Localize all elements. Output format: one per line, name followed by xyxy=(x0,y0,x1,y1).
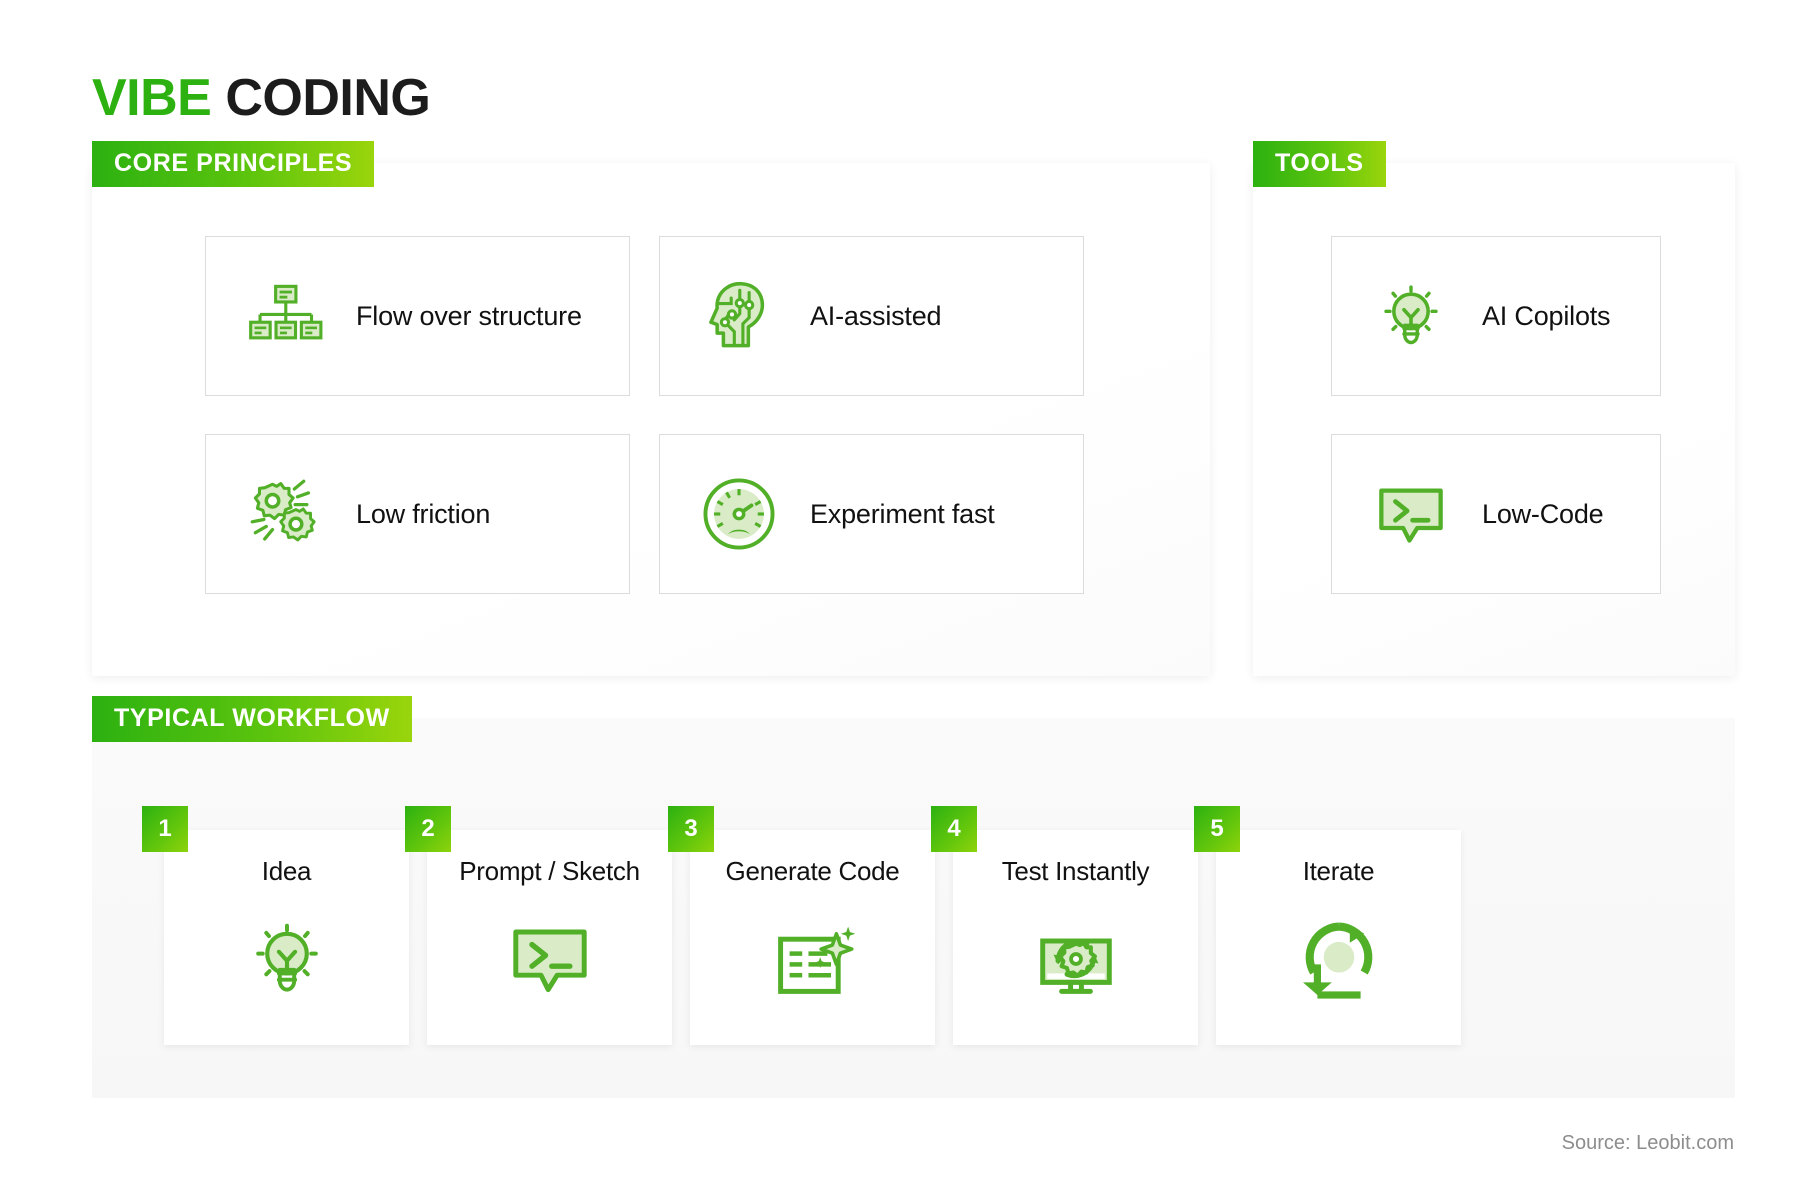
core-principles-badge: CORE PRINCIPLES xyxy=(92,141,375,187)
tool-card-low-code[interactable]: Low-Code xyxy=(1331,434,1661,594)
step-label: Idea xyxy=(261,856,312,886)
lightbulb-icon xyxy=(1370,275,1452,357)
title-accent-word: VIBE xyxy=(92,69,212,127)
core-principle-card-experiment-fast[interactable]: Experiment fast xyxy=(659,434,1084,594)
step-number-badge: 5 xyxy=(1194,806,1240,852)
monitor-gear-refresh-icon xyxy=(1030,913,1122,1005)
tool-label: AI Copilots xyxy=(1482,300,1611,331)
terminal-bubble-icon xyxy=(504,913,596,1005)
step-card[interactable]: Iterate xyxy=(1216,830,1461,1045)
core-principle-card-ai-assisted[interactable]: AI-assisted xyxy=(659,236,1084,396)
title-plain-word: CODING xyxy=(225,69,431,127)
hierarchy-icon xyxy=(244,275,326,357)
tools-badge: TOOLS xyxy=(1253,141,1386,187)
gears-icon xyxy=(244,473,326,555)
step-label: Iterate xyxy=(1302,856,1375,886)
core-principle-card-flow-over-structure[interactable]: Flow over structure xyxy=(205,236,630,396)
step-number-badge: 4 xyxy=(931,806,977,852)
speedometer-icon xyxy=(698,473,780,555)
workflow-step-test-instantly[interactable]: 4 Test Instantly xyxy=(931,806,1198,1045)
loop-arrows-icon xyxy=(1293,913,1385,1005)
core-principle-card-low-friction[interactable]: Low friction xyxy=(205,434,630,594)
core-principles-panel: CORE PRINCIPLES xyxy=(92,141,1210,676)
step-number-badge: 3 xyxy=(668,806,714,852)
step-label: Generate Code xyxy=(725,856,900,886)
core-principle-label: AI-assisted xyxy=(810,300,942,331)
step-card[interactable]: Prompt / Sketch xyxy=(427,830,672,1045)
workflow-step-idea[interactable]: 1 Idea xyxy=(142,806,409,1045)
typical-workflow-badge: TYPICAL WORKFLOW xyxy=(92,696,412,742)
step-card[interactable]: Idea xyxy=(164,830,409,1045)
workflow-step-iterate[interactable]: 5 Iterate xyxy=(1194,806,1461,1045)
step-label: Test Instantly xyxy=(1001,856,1150,886)
ai-head-icon xyxy=(698,275,780,357)
lightbulb-icon xyxy=(241,913,333,1005)
tool-label: Low-Code xyxy=(1482,498,1604,529)
step-card[interactable]: Test Instantly xyxy=(953,830,1198,1045)
step-number-badge: 1 xyxy=(142,806,188,852)
terminal-bubble-icon xyxy=(1370,473,1452,555)
step-card[interactable]: Generate Code xyxy=(690,830,935,1045)
typical-workflow-panel: TYPICAL WORKFLOW 1 Idea xyxy=(92,696,1735,1098)
core-principle-label: Experiment fast xyxy=(810,498,995,529)
source-attribution: Source: Leobit.com xyxy=(1561,1132,1734,1154)
tool-card-ai-copilots[interactable]: AI Copilots xyxy=(1331,236,1661,396)
tools-panel: TOOLS xyxy=(1253,141,1735,676)
step-label: Prompt / Sketch xyxy=(459,856,640,886)
workflow-step-prompt-sketch[interactable]: 2 Prompt / Sketch xyxy=(405,806,672,1045)
document-sparkle-icon xyxy=(767,913,859,1005)
workflow-step-generate-code[interactable]: 3 Generate Code xyxy=(668,806,935,1045)
core-principle-label: Low friction xyxy=(356,498,491,529)
step-number-badge: 2 xyxy=(405,806,451,852)
core-principle-label: Flow over structure xyxy=(356,300,582,331)
